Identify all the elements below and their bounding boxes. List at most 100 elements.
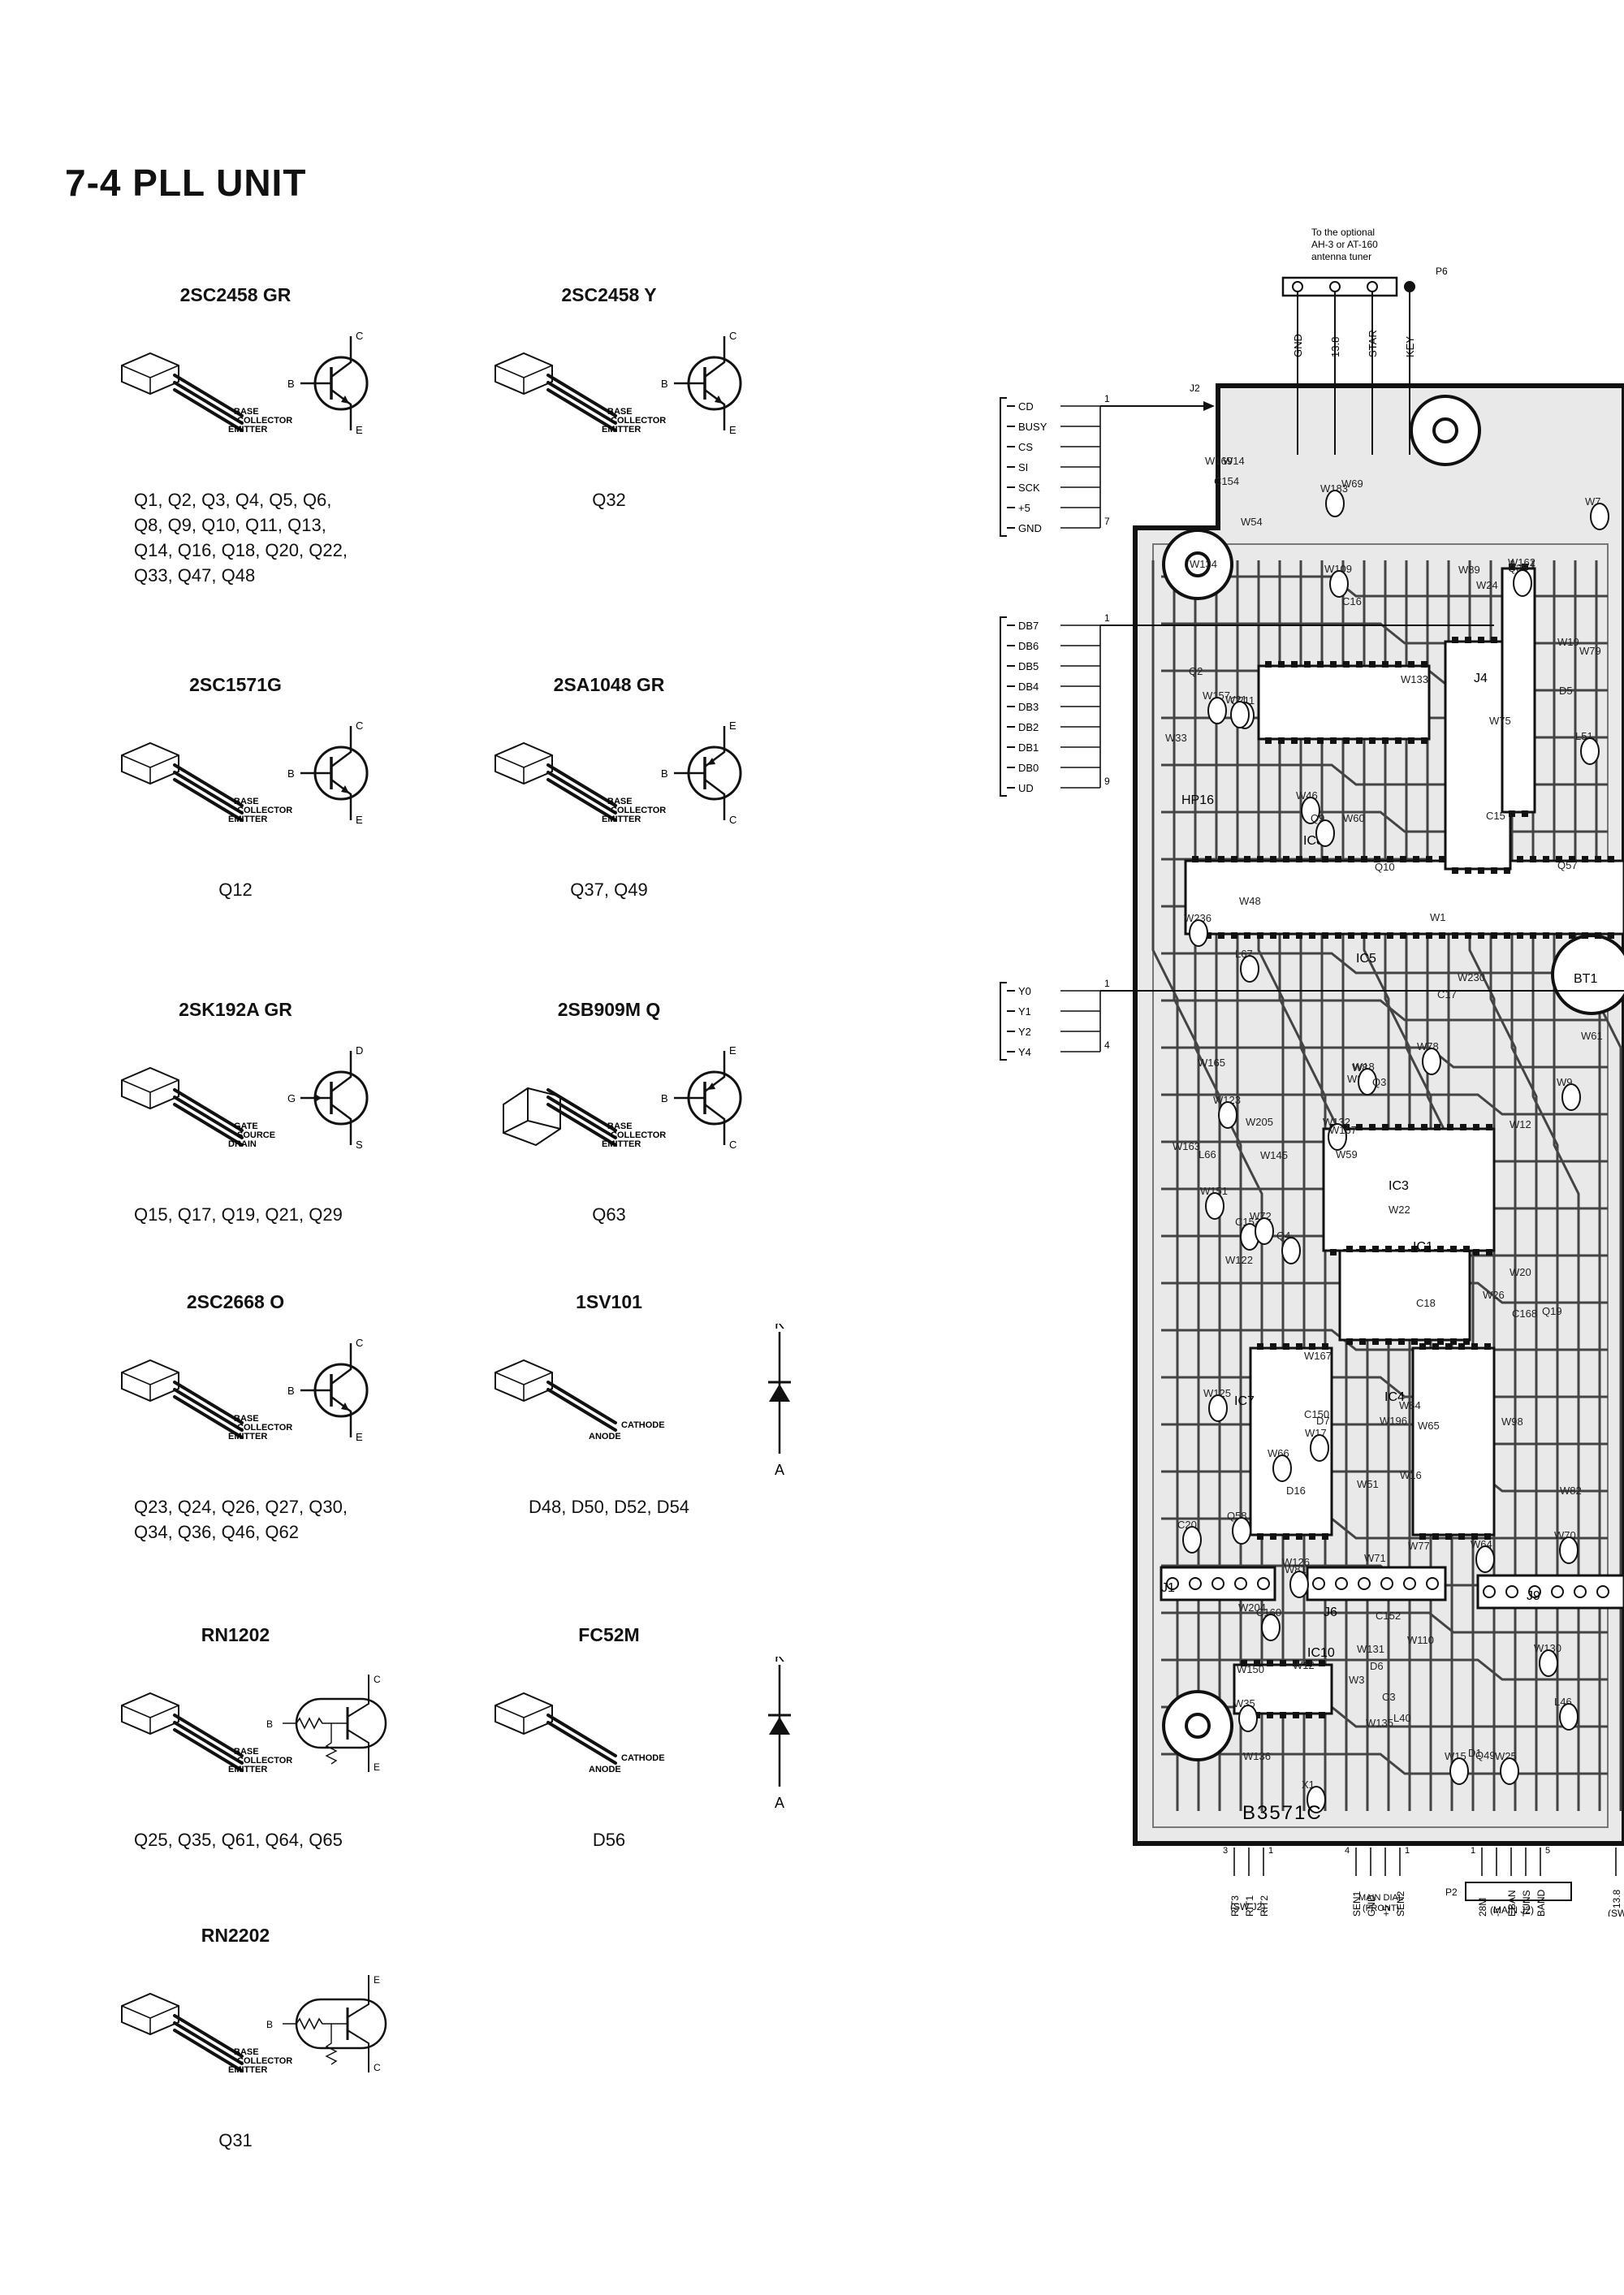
connector-block: [1306, 1566, 1447, 1601]
part-number: 2SK192A GR: [179, 999, 292, 1020]
package-drawing: [495, 352, 617, 432]
part-number: 1SV101: [576, 1291, 642, 1312]
part-designator: W122: [1225, 1254, 1253, 1266]
pin-label: 28M: [1477, 1898, 1488, 1917]
part-designator: W65: [1418, 1420, 1440, 1432]
part-designator: W204: [1238, 1601, 1266, 1614]
package-drawing: [495, 1359, 617, 1432]
part-designator: L40: [1393, 1712, 1411, 1724]
pin-top: E: [729, 720, 736, 732]
part-designator: W131: [1357, 1643, 1384, 1655]
first-pin: 4: [1345, 1846, 1350, 1856]
last-pin: 1: [1405, 1846, 1410, 1856]
part-designator: W162: [1508, 556, 1535, 568]
pin-label: SEN2: [1395, 1891, 1406, 1917]
part-designator: D1: [1468, 1747, 1482, 1759]
pin-label: Y4: [1018, 1046, 1031, 1058]
pin-label: +5: [1380, 1905, 1392, 1917]
pin-label: ANODE: [589, 1765, 621, 1774]
pin-bottom: S: [356, 1139, 363, 1151]
part-designator: L66: [1199, 1148, 1216, 1160]
part-designator: W26: [1483, 1289, 1505, 1301]
part-number: 2SA1048 GR: [553, 674, 665, 695]
group-label: (FRONT): [1363, 1904, 1399, 1913]
used-in-list: Q15, Q17, Q19, Q21, Q29: [134, 1204, 343, 1225]
group-label: (SW J2): [1230, 1901, 1265, 1912]
part-designator: W22: [1389, 1204, 1410, 1216]
part-designator: W77: [1408, 1540, 1430, 1552]
part-designator: C154: [1214, 475, 1239, 487]
connector-block: [1160, 1566, 1276, 1601]
first-pin: 3: [1223, 1846, 1228, 1856]
part-designator: W19: [1557, 636, 1579, 648]
pin-label: RIT1: [1244, 1895, 1255, 1917]
part-designator: W79: [1579, 645, 1601, 657]
first-pin: 1: [1104, 393, 1110, 404]
pin-bottom: E: [356, 814, 363, 826]
tuner-note: antenna tuner: [1311, 251, 1371, 262]
tuner-note: AH-3 or AT-160: [1311, 239, 1378, 250]
pin-label: EMITTER: [602, 1139, 641, 1149]
part-designator: D6: [1370, 1660, 1384, 1672]
part-designator: W236: [1184, 912, 1212, 924]
pin-top: D: [356, 1044, 363, 1057]
p6-pin-label: 13.8: [1329, 337, 1341, 357]
connector-label: J1: [1161, 1581, 1175, 1595]
first-pin: 1: [1104, 612, 1110, 624]
part-designator: X1: [1302, 1779, 1315, 1791]
part-designator: W125: [1203, 1387, 1231, 1399]
anode-pin: A: [775, 1795, 784, 1811]
part-designator: W54: [1241, 516, 1263, 528]
part-designator: W123: [1213, 1094, 1241, 1106]
part-designator: D5: [1559, 685, 1573, 697]
p6-pin-label: GND: [1292, 334, 1304, 357]
pin-label: BASE: [234, 407, 259, 417]
pin-label: DB4: [1018, 681, 1039, 693]
part-designator: Q49: [1475, 1749, 1496, 1761]
pin-label: BAND: [1535, 1889, 1547, 1917]
ic-label: HP16: [1181, 793, 1214, 807]
last-pin: 7: [1104, 516, 1110, 527]
ic-label: IC10: [1307, 1646, 1335, 1660]
pin-label: COLLECTOR: [611, 416, 666, 426]
pin-top: C: [356, 1337, 363, 1349]
pin-bottom: C: [729, 814, 736, 826]
pin-b: B: [287, 767, 295, 780]
part-designator: C150: [1304, 1408, 1329, 1420]
ic-label: IC3: [1389, 1179, 1409, 1193]
board-label: B3571C: [1242, 1802, 1323, 1824]
part-designator: W135: [1366, 1717, 1393, 1729]
part-designator: W150: [1237, 1663, 1264, 1675]
p6-pin-label: KEY: [1404, 336, 1416, 357]
part-designator: W89: [1458, 564, 1480, 576]
part-designator: C3: [1382, 1691, 1396, 1703]
schematic-symbol: BCE: [287, 1337, 369, 1443]
pin-label: 13.8: [1611, 1889, 1622, 1908]
part-designator: W59: [1336, 1148, 1358, 1160]
ic-body: [1184, 859, 1624, 936]
pin-label: Y0: [1018, 985, 1031, 997]
group-label: (MAIN J2): [1490, 1904, 1534, 1916]
pin-label: EMITTER: [228, 425, 267, 434]
part-number: 2SC2458 GR: [179, 284, 292, 305]
pin-label: COLLECTOR: [237, 416, 292, 426]
p2-label: P2: [1445, 1887, 1458, 1898]
group-label: (SW: [1608, 1908, 1624, 1917]
part-designator: Q57: [1557, 859, 1578, 871]
group-label: MAIN DIAL: [1358, 1893, 1403, 1903]
part-designator: W134: [1190, 558, 1217, 570]
pin-label: COLLECTOR: [611, 806, 666, 815]
connector-label: J9: [1527, 1589, 1540, 1603]
package-drawing: [503, 1087, 617, 1147]
part-designator: W51: [1357, 1478, 1379, 1490]
